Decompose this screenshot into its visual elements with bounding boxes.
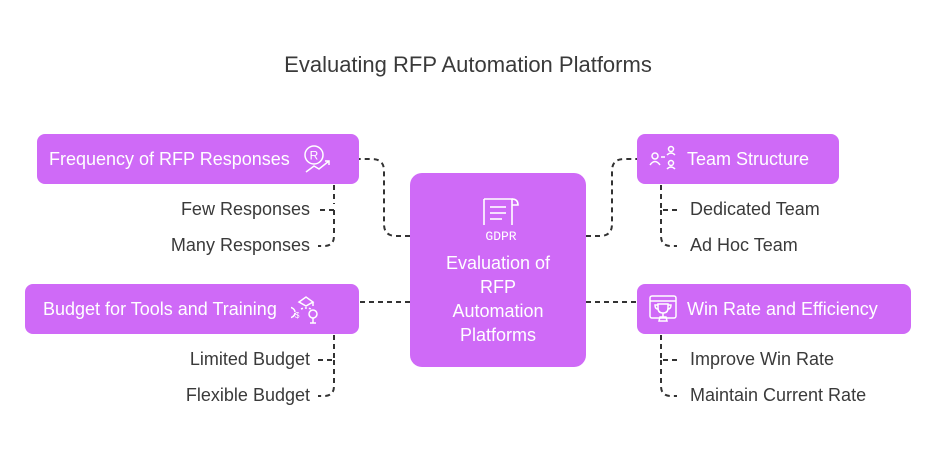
branch-label: Win Rate and Efficiency xyxy=(687,298,878,319)
leaf-flexible-budget: Flexible Budget xyxy=(185,385,310,405)
leaf-maintain-rate: Maintain Current Rate xyxy=(690,385,867,405)
leaf-adhoc-team: Ad Hoc Team xyxy=(690,235,798,255)
connector-many-responses xyxy=(318,210,335,247)
trophy-icon xyxy=(647,293,679,325)
gdpr-document-icon: GDPR xyxy=(483,198,519,244)
svg-text:GDPR: GDPR xyxy=(485,229,516,244)
connector-frequency xyxy=(359,158,410,237)
branch-team: Team Structure xyxy=(637,134,839,184)
leaf-limited-budget: Limited Budget xyxy=(189,349,310,369)
branch-frequency: Frequency of RFP Responses R xyxy=(37,134,359,184)
center-node: GDPR Evaluation of RFP Automation Platfo… xyxy=(410,173,586,367)
svg-text:$: $ xyxy=(295,311,300,320)
connector-team xyxy=(586,158,637,237)
connector-improve-rate xyxy=(660,335,677,361)
branch-budget: Budget for Tools and Training $ xyxy=(25,284,359,334)
registered-trend-icon: R xyxy=(300,142,334,176)
branch-label: Team Structure xyxy=(687,148,810,169)
branch-winrate: Win Rate and Efficiency xyxy=(637,284,911,334)
connector-few-responses xyxy=(318,185,335,211)
leaf-improve-rate: Improve Win Rate xyxy=(690,349,835,369)
team-structure-icon xyxy=(647,143,679,175)
branch-label: Frequency of RFP Responses xyxy=(49,148,290,169)
svg-text:R: R xyxy=(309,149,318,163)
leaf-many-responses: Many Responses xyxy=(170,235,310,255)
connector-flexible-budget xyxy=(318,360,335,397)
branch-label: Budget for Tools and Training xyxy=(43,298,277,319)
money-growth-icon: $ xyxy=(290,293,321,325)
connector-dedicated-team xyxy=(660,185,677,211)
connector-maintain-rate xyxy=(660,360,677,397)
center-label: Evaluation of RFP Automation Platforms xyxy=(445,253,551,345)
diagram-title: Evaluating RFP Automation Platforms xyxy=(284,52,652,77)
leaf-dedicated-team: Dedicated Team xyxy=(690,199,820,219)
connector-limited-budget xyxy=(318,335,335,361)
leaf-few-responses: Few Responses xyxy=(180,199,310,219)
connector-adhoc-team xyxy=(660,210,677,247)
